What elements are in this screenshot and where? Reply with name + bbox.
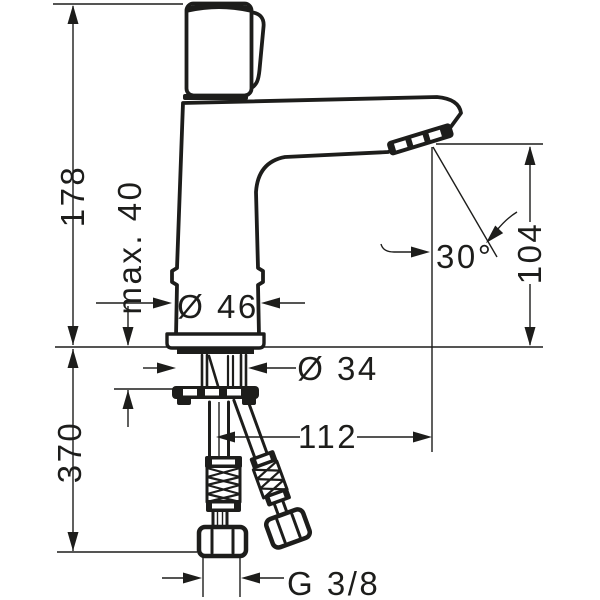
- arrow-up-icon: [67, 349, 79, 368]
- angle-leader-right: [496, 211, 518, 231]
- bracket-foot: [177, 397, 191, 405]
- spout-reach-label: 112: [298, 418, 358, 455]
- shank-diameter-label: Ø 34: [297, 350, 379, 387]
- hose-length-label: 370: [51, 421, 88, 484]
- overall-height-label: 178: [54, 165, 91, 228]
- body-plinth: [165, 332, 266, 350]
- arrow-up-icon: [67, 5, 79, 24]
- dim-mounting-thickness: max. 40: [111, 180, 176, 427]
- dim-spout-height: 104: [511, 146, 548, 346]
- mounting-shank: [200, 353, 248, 389]
- arrow-left-icon: [241, 572, 260, 584]
- supply-hose-straight: [196, 400, 249, 559]
- aerator: [387, 123, 454, 156]
- arrow-right-icon: [413, 431, 432, 443]
- arrow-down-icon: [67, 532, 79, 551]
- spray-angle-line: [432, 146, 498, 258]
- dim-overall-height: 178: [54, 5, 91, 345]
- angle-leader-left: [380, 243, 413, 253]
- arrow-right-icon: [411, 246, 430, 258]
- dim-connection-thread: G 3/8: [162, 556, 380, 600]
- dim-hose-length: 370: [51, 349, 88, 551]
- arrow-right-icon: [157, 362, 176, 374]
- mounting-thickness-label: max. 40: [111, 180, 148, 315]
- body-diameter-label: Ø 46: [177, 288, 259, 325]
- handle-grip-tab: [248, 10, 266, 91]
- dim-body-diameter: Ø 46: [96, 288, 305, 325]
- hose-nut: [196, 524, 249, 559]
- spout-height-label: 104: [511, 222, 548, 285]
- faucet-handle: [183, 1, 266, 100]
- connection-thread-label: G 3/8: [287, 565, 380, 600]
- handle-base-bar: [183, 94, 248, 100]
- hose-nut: [263, 507, 313, 550]
- arrow-left-icon: [248, 362, 267, 374]
- hose-braid: [251, 459, 289, 500]
- arrow-right-icon: [153, 297, 172, 309]
- supply-hose-angled: [232, 394, 313, 550]
- arrow-left-icon: [261, 297, 280, 309]
- arrow-down-icon: [122, 327, 134, 346]
- handle-body: [184, 1, 254, 98]
- arrow-right-icon: [183, 572, 202, 584]
- arrow-down-icon: [524, 327, 536, 346]
- dim-spout-reach: 112: [216, 418, 432, 455]
- arrow-down-icon: [67, 326, 79, 345]
- bracket-foot: [242, 397, 256, 405]
- spray-angle-label: 30°: [436, 238, 493, 275]
- angle-spray: 30°: [380, 146, 518, 275]
- mounting-flange: [177, 347, 254, 354]
- handle-top-cap: [185, 3, 253, 13]
- mounting-bracket: [172, 386, 259, 405]
- hose-braid: [205, 466, 242, 504]
- dim-shank-diameter: Ø 34: [143, 350, 379, 387]
